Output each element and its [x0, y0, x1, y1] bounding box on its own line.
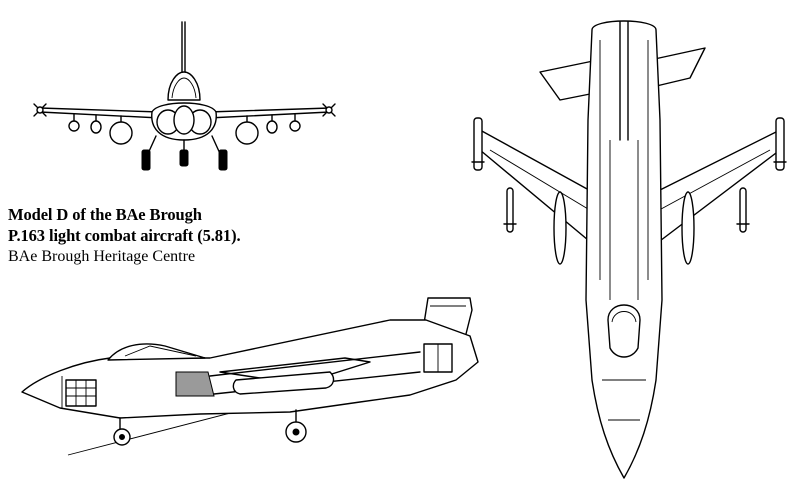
front-landing-gear	[141, 135, 228, 171]
side-canopy	[107, 343, 206, 361]
caption-title-line-1: Model D of the BAe Brough	[8, 205, 202, 224]
plan-view	[471, 20, 787, 479]
front-tip-missile-left	[33, 103, 47, 117]
plan-wing-left	[479, 129, 601, 251]
front-tip-missile-right	[322, 103, 336, 117]
plan-tip-missile-left	[471, 117, 485, 171]
side-view	[21, 297, 479, 456]
caption-title-line-2: P.163 light combat aircraft (5.81).	[8, 226, 241, 245]
front-stores	[68, 113, 301, 145]
side-intake	[175, 371, 215, 397]
plan-tip-missile-right	[773, 117, 787, 171]
plan-fuselage	[585, 20, 663, 479]
plan-underwing-stores	[503, 187, 750, 265]
side-landing-gear	[113, 409, 307, 446]
plan-canopy	[607, 304, 641, 358]
plan-wing-right	[647, 129, 781, 251]
figure-caption: Model D of the BAe Brough P.163 light co…	[8, 204, 241, 267]
caption-credit: BAe Brough Heritage Centre	[8, 248, 196, 265]
front-view	[33, 21, 336, 171]
side-bay	[65, 379, 97, 407]
side-drop-tank	[232, 371, 335, 395]
